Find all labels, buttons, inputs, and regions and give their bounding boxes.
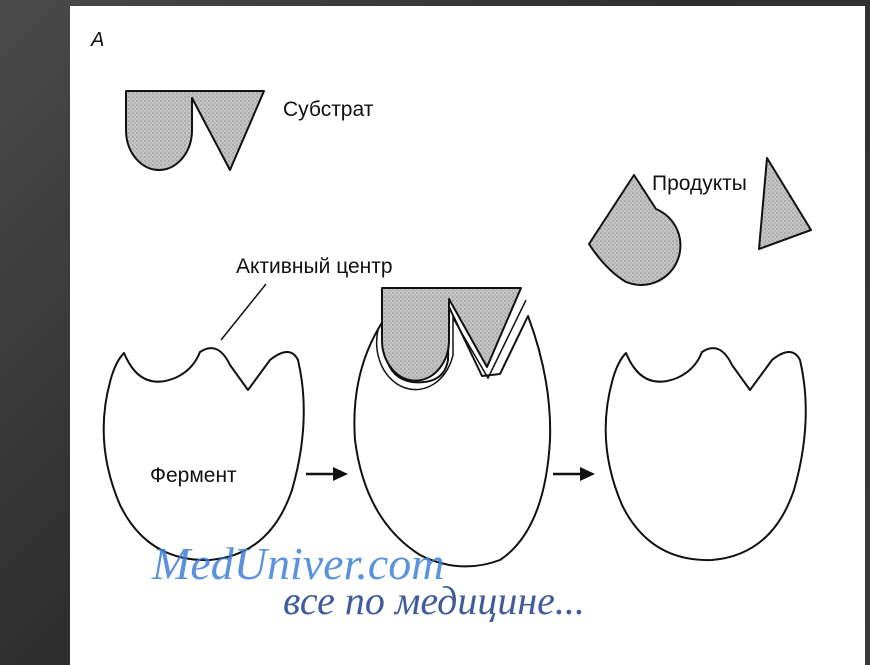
panel-letter: А [90, 29, 104, 51]
enzyme-free-released [606, 348, 806, 560]
substrate-shape [126, 91, 264, 170]
product-triangle [759, 158, 811, 249]
enzyme-free [104, 348, 304, 560]
active-site-label: Активный центр [236, 255, 393, 278]
arrow-right-icon [306, 467, 348, 481]
arrow-right-icon [553, 467, 595, 481]
active-site-leader-line [221, 284, 266, 340]
watermark-tagline: все по медицине... [283, 578, 585, 623]
products-label: Продукты [652, 172, 747, 195]
enzyme-substrate-complex [354, 288, 550, 566]
substrate-label: Субстрат [283, 98, 374, 121]
enzyme-label: Фермент [150, 464, 237, 487]
